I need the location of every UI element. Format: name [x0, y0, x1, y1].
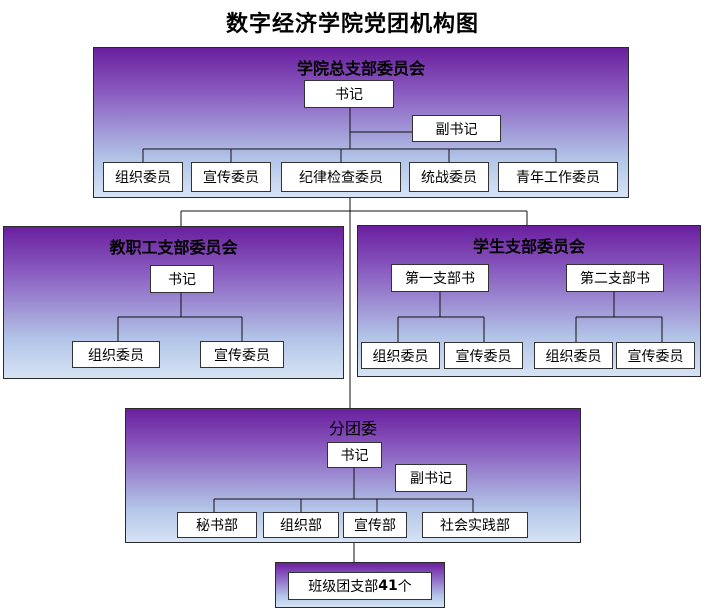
league-committee-panel: 分团委 书记 副书记 秘书部 组织部 宣传部 社会实践部	[125, 408, 581, 543]
class-branch-prefix: 班级团支部	[308, 579, 379, 595]
general-member-box: 宣传委员	[191, 162, 271, 192]
general-branch-title: 学院总支部委员会	[296, 59, 425, 78]
league-secretary-box: 书记	[327, 442, 382, 468]
page-title: 数字经济学院党团机构图	[225, 12, 479, 37]
student-branch2-member-box: 组织委员	[534, 342, 613, 369]
league-committee-title: 分团委	[328, 419, 377, 438]
student-branch-title: 学生支部委员会	[472, 237, 585, 256]
student-branch1-member-box: 组织委员	[361, 342, 440, 369]
faculty-secretary-box: 书记	[150, 265, 214, 293]
student-branch1-member-box: 宣传委员	[444, 342, 523, 369]
general-branch-lines	[142, 108, 557, 162]
general-member-box: 纪律检查委员	[281, 162, 401, 192]
faculty-branch-title: 教职工支部委员会	[109, 238, 238, 257]
faculty-branch-panel: 教职工支部委员会 书记 组织委员 宣传委员	[3, 226, 344, 379]
general-member-box: 组织委员	[103, 162, 183, 192]
league-dept-box: 秘书部	[177, 512, 257, 538]
league-dept-box: 社会实践部	[422, 512, 528, 538]
faculty-member-box: 宣传委员	[200, 341, 284, 368]
league-deputy-box: 副书记	[395, 464, 467, 492]
league-committee-lines	[213, 468, 474, 512]
student-branch-lines	[397, 292, 663, 342]
class-branch-suffix: 个	[397, 579, 412, 595]
faculty-branch-lines	[117, 293, 243, 341]
faculty-member-box: 组织委员	[72, 341, 160, 368]
class-branch-count: 41	[378, 578, 398, 594]
league-dept-box: 组织部	[263, 512, 339, 538]
general-deputy-box: 副书记	[412, 115, 501, 142]
general-member-box: 统战委员	[409, 162, 489, 192]
general-secretary-box: 书记	[304, 80, 394, 108]
league-dept-box: 宣传部	[343, 512, 407, 538]
general-branch-panel: 学院总支部委员会 书记 副书记 组织委员 宣传委员 纪律检查委员 统战委员 青年…	[93, 47, 629, 198]
student-branch2-box: 第二支部书	[566, 264, 664, 292]
student-branch1-box: 第一支部书	[391, 264, 489, 292]
general-member-box: 青年工作委员	[498, 162, 618, 192]
student-branch-panel: 学生支部委员会 第一支部书 第二支部书 组织委员 宣传委员 组织委员 宣传委员	[357, 225, 701, 377]
student-branch2-member-box: 宣传委员	[616, 342, 695, 369]
